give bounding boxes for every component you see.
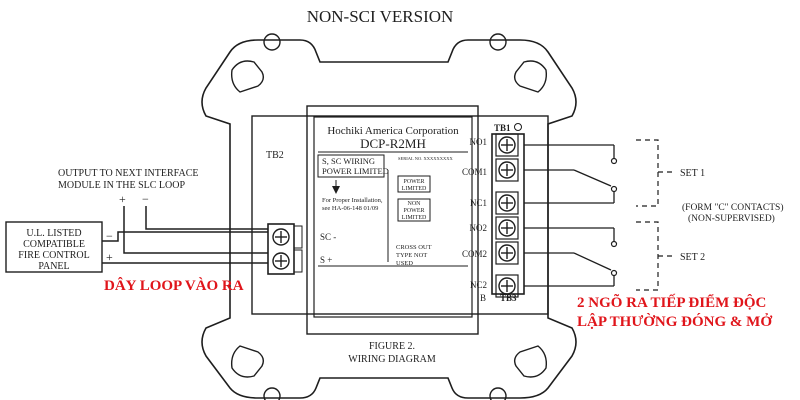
terminal-com1: COM1: [462, 167, 487, 177]
contact-set-1: [524, 144, 618, 204]
panel-line-2: COMPATIBLE: [23, 239, 85, 250]
tb2-s-label: S +: [320, 255, 332, 265]
install-note-line-2: see HA-06-148 01/09: [322, 205, 378, 212]
non-power-line-2: POWER: [404, 208, 425, 214]
form-c-line-2: (NON-SUPERVISED): [688, 213, 775, 224]
mount-hole-bottom-right: [489, 387, 507, 400]
mount-hole-top-right: [489, 33, 507, 51]
panel-wire-plus-sign: +: [106, 250, 113, 264]
mount-hole-bottom-left: [263, 387, 281, 400]
tb1-label: TB1: [494, 123, 511, 133]
install-arrow-head: [332, 186, 340, 194]
cross-out-line-1: CROSS OUT: [396, 244, 432, 251]
module-board: [251, 115, 549, 315]
contact-note-line-1: 2 NGÕ RA TIẾP ĐIỂM ĐỘC: [577, 293, 766, 311]
mount-slot-top-left: [230, 60, 265, 93]
power-limited-line-2: LIMITED: [402, 186, 427, 192]
manufacturer-name: Hochiki America Corporation: [327, 125, 459, 137]
tb1-screw-4: [495, 216, 519, 240]
panel-wire-minus-sign: −: [106, 229, 113, 243]
tb2-sc-label: SC -: [320, 232, 336, 242]
serial-number: SERIAL NO. XXXXXXXXX: [398, 156, 453, 161]
tb2-screw-sc: [272, 228, 290, 246]
contact-set-2: [524, 227, 618, 287]
tb1-screw-2: [495, 158, 519, 182]
figure-caption-1: FIGURE 2.: [369, 341, 415, 352]
output-note-line-1: OUTPUT TO NEXT INTERFACE: [58, 168, 198, 179]
tb3-label: TB3: [500, 293, 517, 303]
tb3-prefix: B: [480, 293, 486, 303]
power-limited-line-1: POWER: [404, 179, 425, 185]
power-limited-box: [397, 175, 431, 193]
set-1-bracket: [636, 139, 676, 207]
loop-note: DÂY LOOP VÀO RA: [104, 277, 244, 294]
panel-wire-minus: [102, 231, 268, 242]
tb1-screw-5: [495, 241, 519, 265]
cross-out-line-3: USED: [396, 260, 413, 267]
set-2-label: SET 2: [680, 252, 705, 263]
tb1-terminal-strip: [491, 133, 525, 298]
panel-line-3: FIRE CONTROL: [18, 250, 89, 261]
tb1-screw-3: [495, 191, 519, 215]
tb2-terminal-block: [267, 223, 303, 275]
mount-hole-top-left: [263, 33, 281, 51]
wiring-note-box: [317, 154, 385, 178]
tb1-screw-6: [495, 274, 519, 298]
tb2-screw-s: [272, 252, 290, 270]
output-plus: +: [119, 192, 126, 206]
terminal-no2: NO2: [470, 223, 488, 233]
tb1-marker-icon: [514, 123, 522, 131]
install-note-line-1: For Proper Installation,: [322, 197, 383, 204]
terminal-nc1: NC1: [470, 198, 487, 208]
non-power-limited-box: [397, 198, 431, 222]
contact-note-line-2: LẬP THƯỜNG ĐÓNG & MỞ: [577, 313, 772, 330]
module-label-inner: [313, 116, 473, 318]
output-wire-minus: [145, 206, 268, 230]
model-number: DCP-R2MH: [360, 136, 426, 151]
wiring-note-line-2: POWER LIMITED: [322, 166, 389, 176]
figure-caption-2: WIRING DIAGRAM: [348, 354, 436, 365]
form-c-line-1: (FORM "C" CONTACTS): [682, 202, 783, 213]
module-label-plate: [306, 105, 479, 335]
non-power-line-3: LIMITED: [402, 215, 427, 221]
tb1-screw-1: [495, 133, 519, 157]
wiring-note-line-1: S, SC WIRING: [322, 156, 375, 166]
tb2-label: TB2: [266, 150, 284, 161]
panel-line-1: U.L. LISTED: [26, 228, 81, 239]
non-power-line-1: NON: [408, 201, 422, 207]
panel-line-4: PANEL: [38, 261, 69, 272]
mount-slot-bottom-right: [513, 345, 548, 378]
output-wire-plus: [123, 206, 268, 254]
mount-slot-top-right: [513, 60, 548, 93]
output-minus: −: [142, 192, 149, 206]
terminal-no1: NO1: [470, 137, 488, 147]
mount-slot-bottom-left: [230, 345, 265, 378]
diagram-title: NON-SCI VERSION: [307, 7, 454, 26]
cross-out-line-2: TYPE NOT: [396, 252, 427, 259]
fire-control-panel: [5, 221, 103, 273]
set-1-label: SET 1: [680, 168, 705, 179]
terminal-nc2: NC2: [470, 280, 487, 290]
output-note-line-2: MODULE IN THE SLC LOOP: [58, 180, 185, 191]
terminal-com2: COM2: [462, 249, 487, 259]
set-2-bracket: [636, 221, 676, 291]
mounting-plate: [201, 39, 577, 399]
